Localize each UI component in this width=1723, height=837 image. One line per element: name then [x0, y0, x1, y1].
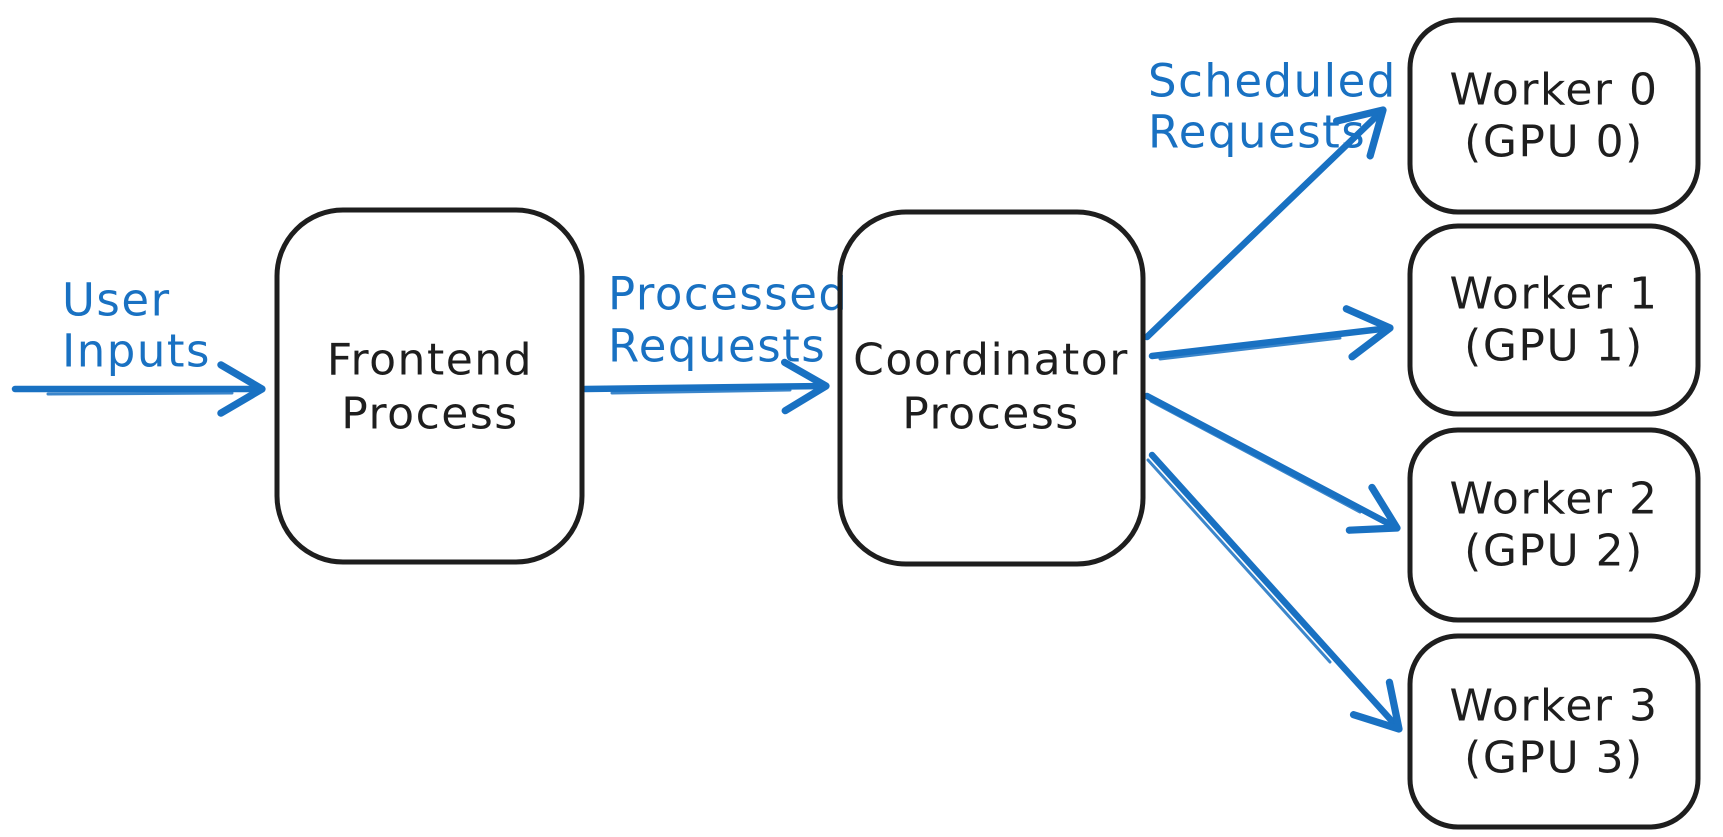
arrow-coordinator-to-worker-3	[1146, 451, 1403, 733]
user-inputs-label: User Inputs	[62, 274, 211, 378]
user-inputs-label-line1: User	[62, 274, 171, 327]
worker-2-label-line1: Worker 2	[1450, 474, 1659, 525]
arrow-coordinator-to-worker-1	[1148, 305, 1394, 361]
worker-2-node: Worker 2 (GPU 2)	[1407, 427, 1701, 623]
scheduled-requests-label-line2: Requests	[1148, 106, 1366, 159]
arrow-coordinator-to-worker-0	[1143, 106, 1387, 341]
user-inputs-label-line2: Inputs	[62, 325, 211, 378]
frontend-process-label-line2: Process	[341, 389, 518, 440]
worker-0-label-line1: Worker 0	[1450, 65, 1659, 116]
coordinator-process-label-line1: Coordinator	[853, 335, 1129, 386]
worker-3-label-line2: (GPU 3)	[1464, 733, 1644, 784]
worker-0-label-line2: (GPU 0)	[1464, 117, 1644, 168]
worker-1-label-line1: Worker 1	[1450, 269, 1659, 320]
frontend-process-box	[274, 207, 585, 565]
worker-1-node: Worker 1 (GPU 1)	[1407, 223, 1701, 417]
processed-requests-label-line1: Processed	[608, 268, 848, 321]
arrow-frontend-to-coordinator	[581, 358, 830, 415]
coordinator-process-box	[837, 209, 1146, 567]
worker-2-box	[1407, 427, 1701, 623]
frontend-process-label-line1: Frontend	[327, 335, 533, 386]
arrow-coordinator-to-worker-2	[1143, 392, 1401, 534]
worker-3-node: Worker 3 (GPU 3)	[1407, 633, 1701, 830]
worker-1-box	[1407, 223, 1701, 417]
worker-1-label-line2: (GPU 1)	[1464, 321, 1644, 372]
worker-0-node: Worker 0 (GPU 0)	[1407, 17, 1701, 215]
frontend-process-node: Frontend Process	[274, 207, 585, 565]
coordinator-process-label-line2: Process	[902, 389, 1079, 440]
worker-3-label-line1: Worker 3	[1450, 681, 1659, 732]
worker-2-label-line2: (GPU 2)	[1464, 526, 1644, 577]
worker-0-box	[1407, 17, 1701, 215]
coordinator-process-node: Coordinator Process	[837, 209, 1146, 567]
worker-3-box	[1407, 633, 1701, 830]
scheduled-requests-label: Scheduled Requests	[1148, 55, 1397, 159]
arrow-user-to-frontend	[11, 361, 266, 417]
processed-requests-label: Processed Requests	[608, 268, 848, 373]
processed-requests-label-line2: Requests	[608, 320, 826, 373]
scheduled-requests-label-line1: Scheduled	[1148, 55, 1397, 108]
